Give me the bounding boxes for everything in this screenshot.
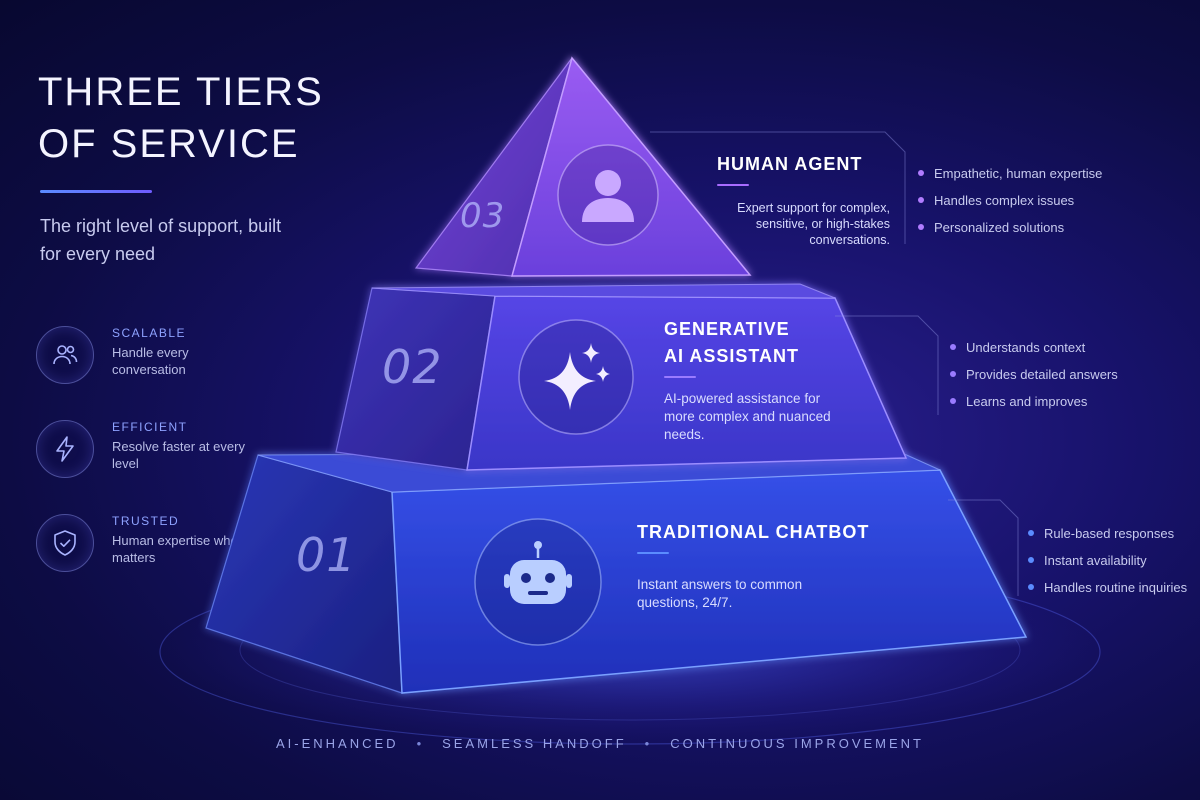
person-icon: [557, 144, 659, 246]
list-item: Handles routine inquiries: [1028, 574, 1187, 601]
feature-desc: Handle every conversation: [112, 345, 189, 377]
title-underline: [40, 190, 152, 193]
tier-2-description: AI-powered assistance for more complex a…: [664, 391, 831, 442]
tier-1-bullets: Rule-based responses Instant availabilit…: [1028, 520, 1187, 601]
tagline-separator: •: [644, 736, 653, 751]
feature-title: TRUSTED: [112, 514, 180, 528]
tier-2-bullets: Understands context Provides detailed an…: [950, 334, 1118, 415]
tier-3-bullets: Empathetic, human expertise Handles comp…: [918, 160, 1102, 241]
tier-3-number: 03: [460, 196, 506, 236]
page-title: THREE TIERS OF SERVICE: [38, 70, 324, 166]
tier-3-block: [414, 56, 752, 277]
tier-2-block: [335, 283, 908, 471]
tier-1-number: 01: [296, 528, 357, 582]
list-item: Rule-based responses: [1028, 520, 1187, 547]
feature-desc: Resolve faster at every level: [112, 439, 245, 471]
tier-2-number: 02: [382, 340, 443, 394]
tagline-item: SEAMLESS HANDOFF: [442, 736, 627, 751]
tagline-item: CONTINUOUS IMPROVEMENT: [670, 736, 925, 751]
list-item: Learns and improves: [950, 388, 1118, 415]
tier-3-description: Expert support for complex, sensitive, o…: [737, 201, 890, 247]
connector-line-tier-3: [650, 131, 906, 244]
list-item: Instant availability: [1028, 547, 1187, 574]
tier-1-rule: [637, 552, 669, 554]
tier-1-title: TRADITIONAL CHATBOT: [637, 522, 870, 542]
users-icon: [36, 326, 94, 384]
tier-1-block: [205, 451, 1028, 694]
tagline-item: AI-ENHANCED: [275, 736, 399, 751]
tier-1-description: Instant answers to common questions, 24/…: [637, 577, 803, 610]
list-item: Provides detailed answers: [950, 361, 1118, 388]
list-item: Empathetic, human expertise: [918, 160, 1102, 187]
feature-scalable: SCALABLE Handle every conversation: [36, 326, 276, 390]
feature-title: EFFICIENT: [112, 420, 188, 434]
list-item: Understands context: [950, 334, 1118, 361]
sparkles-icon: [518, 319, 634, 435]
shield-check-icon: [36, 514, 94, 572]
tier-3-title: HUMAN AGENT: [717, 154, 863, 174]
robot-icon: [474, 518, 602, 646]
tier-3-rule: [717, 184, 749, 186]
page-subtitle: The right level of support, built for ev…: [40, 216, 282, 264]
footer-tagline: AI-ENHANCED • SEAMLESS HANDOFF • CONTINUOUS …: [0, 736, 1200, 751]
list-item: Handles complex issues: [918, 187, 1102, 214]
feature-desc: Human expertise when it matters: [112, 533, 256, 565]
tier-2-title: GENERATIVE AI ASSISTANT: [664, 319, 800, 366]
connector-line-tier-1: [948, 499, 1019, 596]
tier-2-rule: [664, 376, 696, 378]
tagline-separator: •: [416, 736, 425, 751]
feature-efficient: EFFICIENT Resolve faster at every level: [36, 420, 276, 484]
lightning-icon: [36, 420, 94, 478]
feature-trusted: TRUSTED Human expertise when it matters: [36, 514, 276, 578]
list-item: Personalized solutions: [918, 214, 1102, 241]
connector-line-tier-2: [835, 315, 939, 415]
feature-title: SCALABLE: [112, 326, 187, 340]
